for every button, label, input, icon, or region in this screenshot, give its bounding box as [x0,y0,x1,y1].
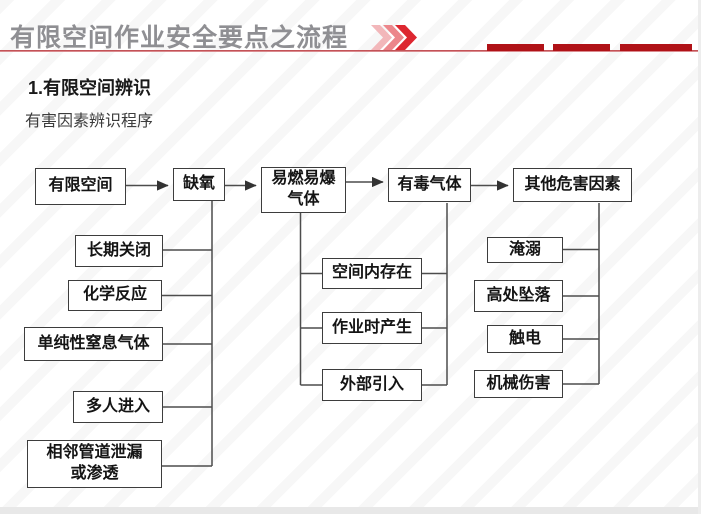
header-dash [487,44,544,51]
node-fall-from-height: 高处坠落 [474,280,563,312]
node-chemical-reaction: 化学反应 [68,280,162,311]
page-title: 有限空间作业安全要点之流程 [10,24,349,52]
node-drowning: 淹溺 [487,237,563,263]
header-dash [620,44,692,51]
node-mechanical-injury: 机械伤害 [474,370,563,398]
section-subtitle: 有害因素辨识程序 [25,113,154,130]
node-produced-during-work: 作业时产生 [322,312,422,344]
node-flammable-explosive-gas: 易燃易爆 气体 [261,167,346,213]
node-simple-asphyxiating-gas: 单纯性窒息气体 [24,327,163,361]
header-divider-line [0,50,701,52]
node-oxygen-deficiency: 缺氧 [173,168,225,201]
node-electric-shock: 触电 [487,325,563,353]
header-dash [553,44,610,51]
triple-chevron-icon [371,25,417,50]
node-adjacent-pipeline-leak: 相邻管道泄漏 或渗透 [27,440,162,488]
node-long-term-closure: 长期关闭 [75,235,163,267]
node-other-hazards: 其他危害因素 [513,168,632,202]
slide-right-edge [698,0,701,514]
node-confined-space: 有限空间 [35,168,126,205]
node-exists-in-space: 空间内存在 [322,258,422,289]
node-multiple-entry: 多人进入 [73,391,163,423]
node-external-introduction: 外部引入 [322,369,422,401]
slide-bottom-edge [0,507,701,514]
node-toxic-gas: 有毒气体 [388,168,471,202]
section-heading: 1.有限空间辨识 [28,78,152,98]
